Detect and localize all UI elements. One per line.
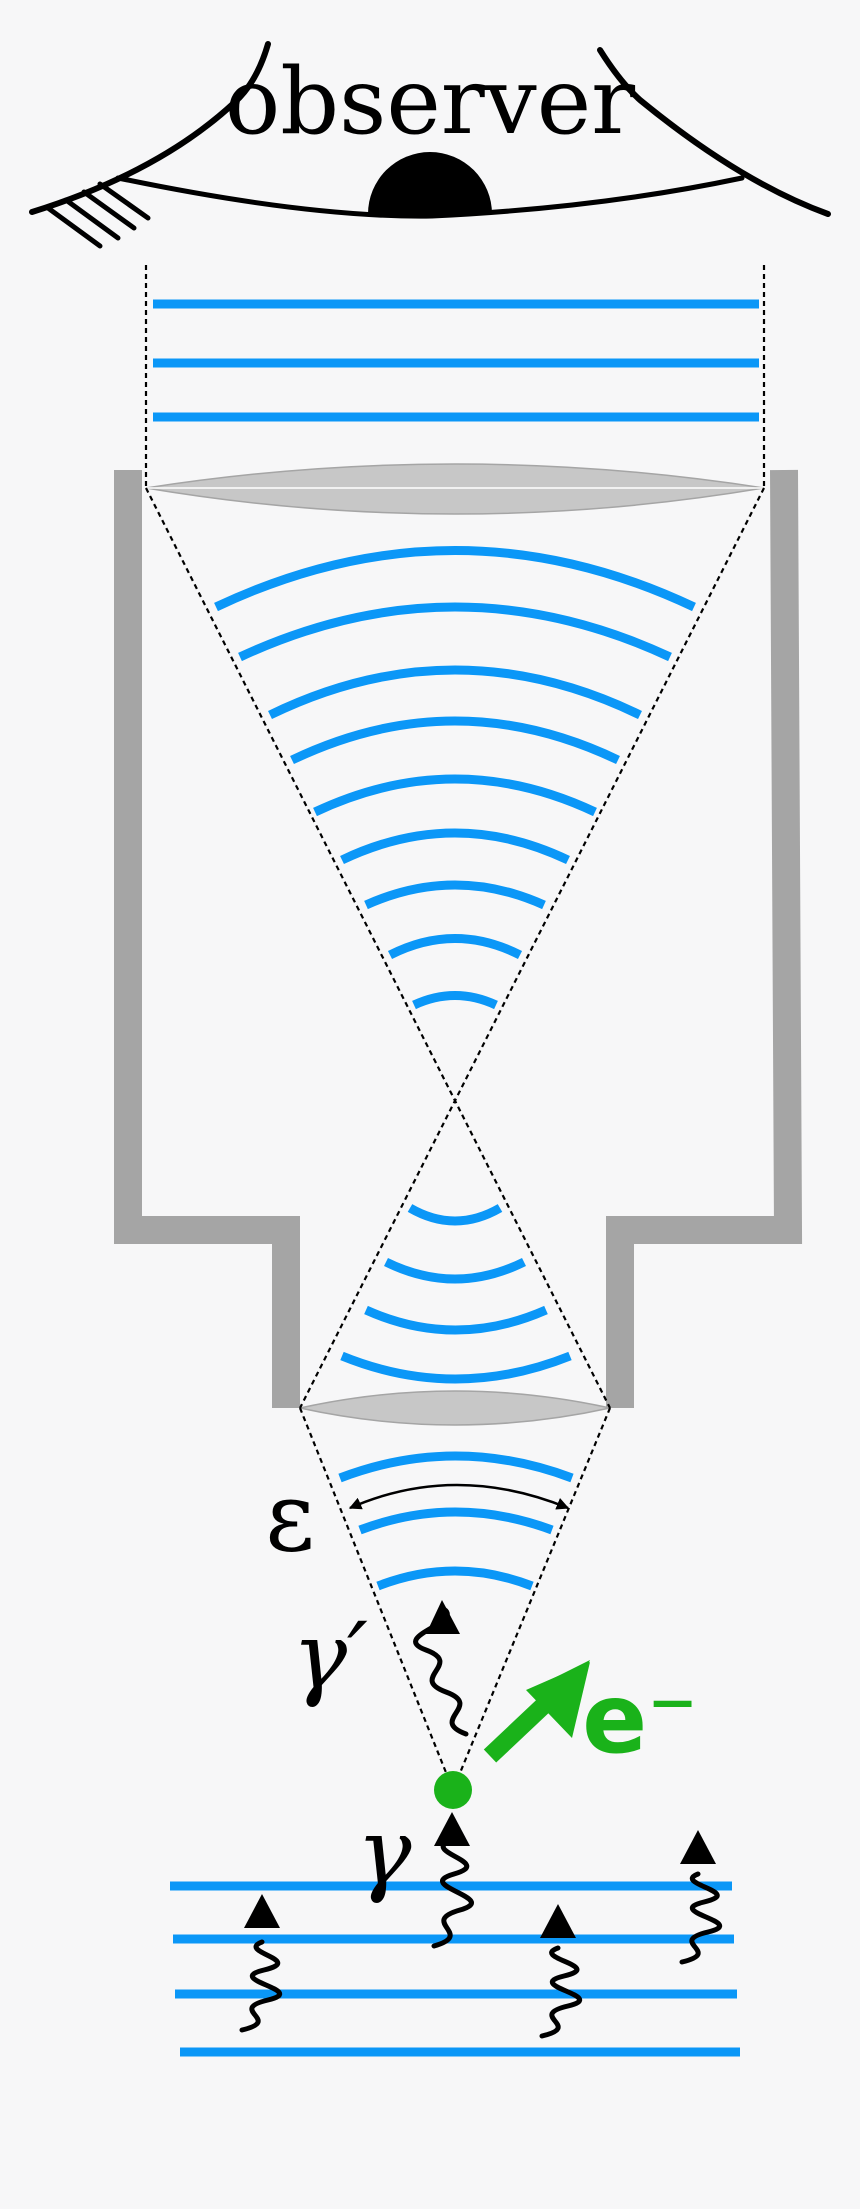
scattered-wavefront (376, 1566, 534, 1591)
converging-wavefront (313, 774, 597, 817)
diverging-wavefront (364, 1305, 548, 1335)
diverging-wavefront (340, 1351, 572, 1384)
incident-photon-icon (431, 1837, 474, 1949)
diverging-wavefront (384, 1257, 526, 1284)
converging-wavefront (268, 665, 642, 720)
converging-wavefront (412, 991, 498, 1010)
arrow-up-icon (540, 1904, 576, 1938)
scattered-wavefront (338, 1451, 574, 1483)
photon-icon (239, 1939, 283, 2033)
arrow-up-icon (680, 1830, 716, 1864)
converging-wavefront (214, 546, 696, 612)
diverging-wavefront (407, 1204, 503, 1226)
converging-wavefront (238, 602, 672, 662)
angle-arc (348, 1483, 570, 1510)
converging-wavefront (290, 716, 620, 765)
ray-lines (144, 265, 766, 1791)
arrow-up-icon (244, 1894, 280, 1928)
converging-wavefront (364, 880, 546, 910)
objective-lens (299, 1390, 611, 1426)
gamma-label: γ (357, 1799, 413, 1906)
electron-label: e⁻ (582, 1663, 698, 1775)
gamma-prime-label: γ′ (292, 1603, 368, 1710)
converging-wavefront (387, 934, 523, 960)
scattered-wavefront (358, 1507, 554, 1535)
eyepiece-lens (145, 463, 765, 515)
photon-icon (679, 1871, 723, 1965)
observer-eye-icon (29, 41, 831, 249)
arrow-up-icon (426, 1600, 460, 1634)
epsilon-label: ε (265, 1461, 315, 1573)
observer-label: observer (225, 48, 635, 155)
electron-recoil-arrow (483, 1660, 590, 1763)
arrow-up-icon (434, 1812, 470, 1846)
microscope-tube (114, 469, 803, 1408)
pupil-icon (368, 152, 492, 214)
electron-dot (434, 1771, 472, 1809)
converging-wavefront (340, 828, 570, 865)
photon-icon (539, 1945, 583, 2039)
photon-arrowheads (244, 1600, 716, 1938)
